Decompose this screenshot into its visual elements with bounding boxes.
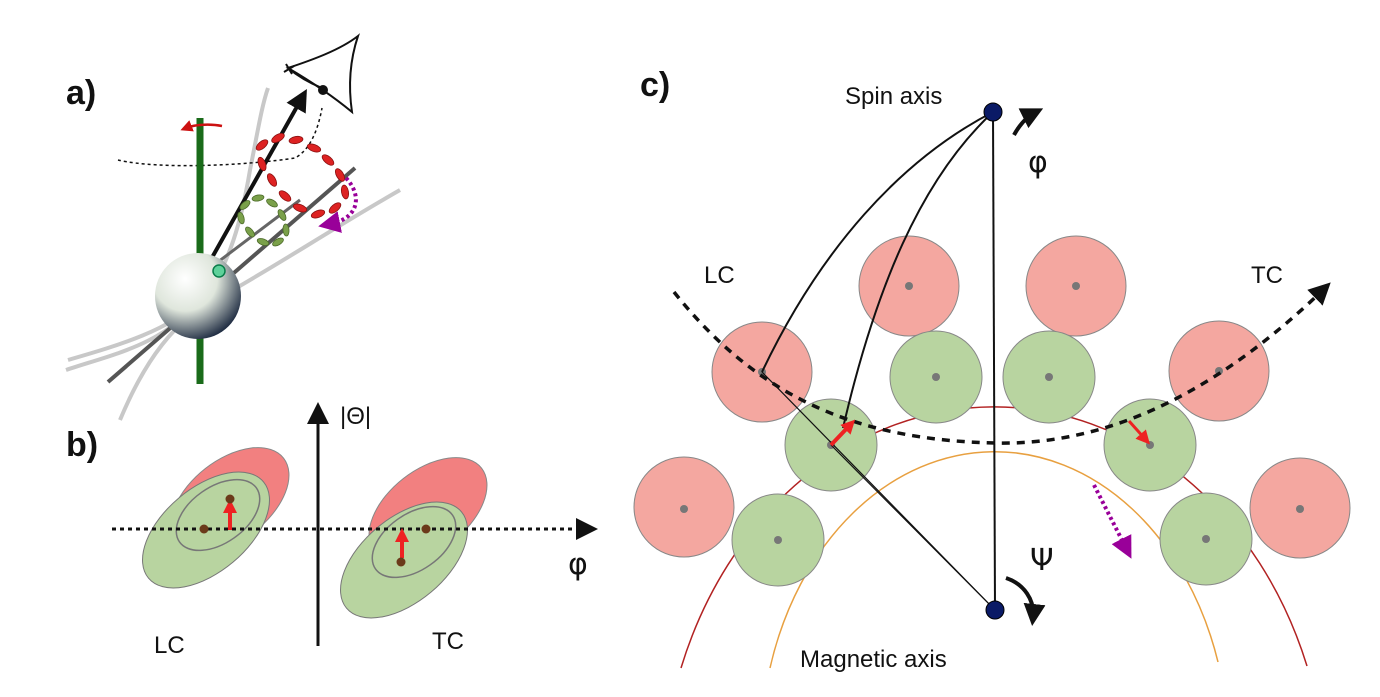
magnetic-axis-point bbox=[985, 600, 1005, 620]
tc-ellipses bbox=[340, 457, 488, 619]
lc-red-arrow bbox=[829, 419, 856, 447]
field-lines bbox=[65, 87, 401, 421]
panel-a: a) bbox=[65, 33, 401, 421]
phi-axis-label: φ bbox=[568, 547, 588, 582]
green-emission-ring bbox=[237, 194, 290, 247]
rotation-arrow-icon bbox=[180, 120, 223, 132]
neutron-star bbox=[155, 253, 241, 339]
orbit-dashed-curve bbox=[117, 107, 323, 167]
hotspot bbox=[212, 264, 226, 278]
spin-axis-label: Spin axis bbox=[845, 83, 942, 110]
line-of-sight-path bbox=[672, 282, 1331, 445]
tc-shift-arrow bbox=[395, 524, 431, 567]
line-of-sight-arrow bbox=[203, 89, 307, 271]
purple-rotation-arrow bbox=[318, 176, 358, 233]
outer-beam-circles bbox=[633, 235, 1351, 559]
spin-axis-point bbox=[983, 102, 1003, 122]
tc-red-arrow bbox=[1127, 419, 1151, 445]
tc-label-b: TC bbox=[432, 628, 464, 655]
panel-b-label: b) bbox=[66, 426, 98, 464]
lc-label-c: LC bbox=[704, 262, 735, 289]
red-emission-ring bbox=[255, 132, 350, 219]
tc-label-c: TC bbox=[1251, 262, 1283, 289]
magnetic-lines bbox=[761, 371, 996, 611]
lc-ellipses bbox=[142, 447, 290, 589]
theta-axis-label: |Θ| bbox=[340, 403, 371, 430]
phi-rotation-arrow-icon bbox=[1012, 108, 1044, 136]
phi-label: φ bbox=[1028, 145, 1048, 180]
panel-c: c) bbox=[633, 66, 1351, 673]
observer-eye-icon bbox=[283, 33, 360, 115]
spherical-triangle-lines bbox=[761, 111, 996, 611]
lc-shift-arrow bbox=[199, 494, 237, 534]
panel-a-label: a) bbox=[66, 74, 96, 112]
psi-label: Ψ bbox=[1030, 543, 1054, 578]
lc-label-b: LC bbox=[154, 632, 185, 659]
panel-c-label: c) bbox=[640, 66, 670, 104]
beam-line-lower bbox=[209, 198, 301, 270]
psi-rotation-arrow-icon bbox=[1005, 576, 1046, 626]
purple-drift-arrow bbox=[1092, 484, 1132, 559]
magnetic-axis-label: Magnetic axis bbox=[800, 646, 947, 673]
panel-b: b) |Θ| φ LC TC bbox=[66, 402, 598, 659]
